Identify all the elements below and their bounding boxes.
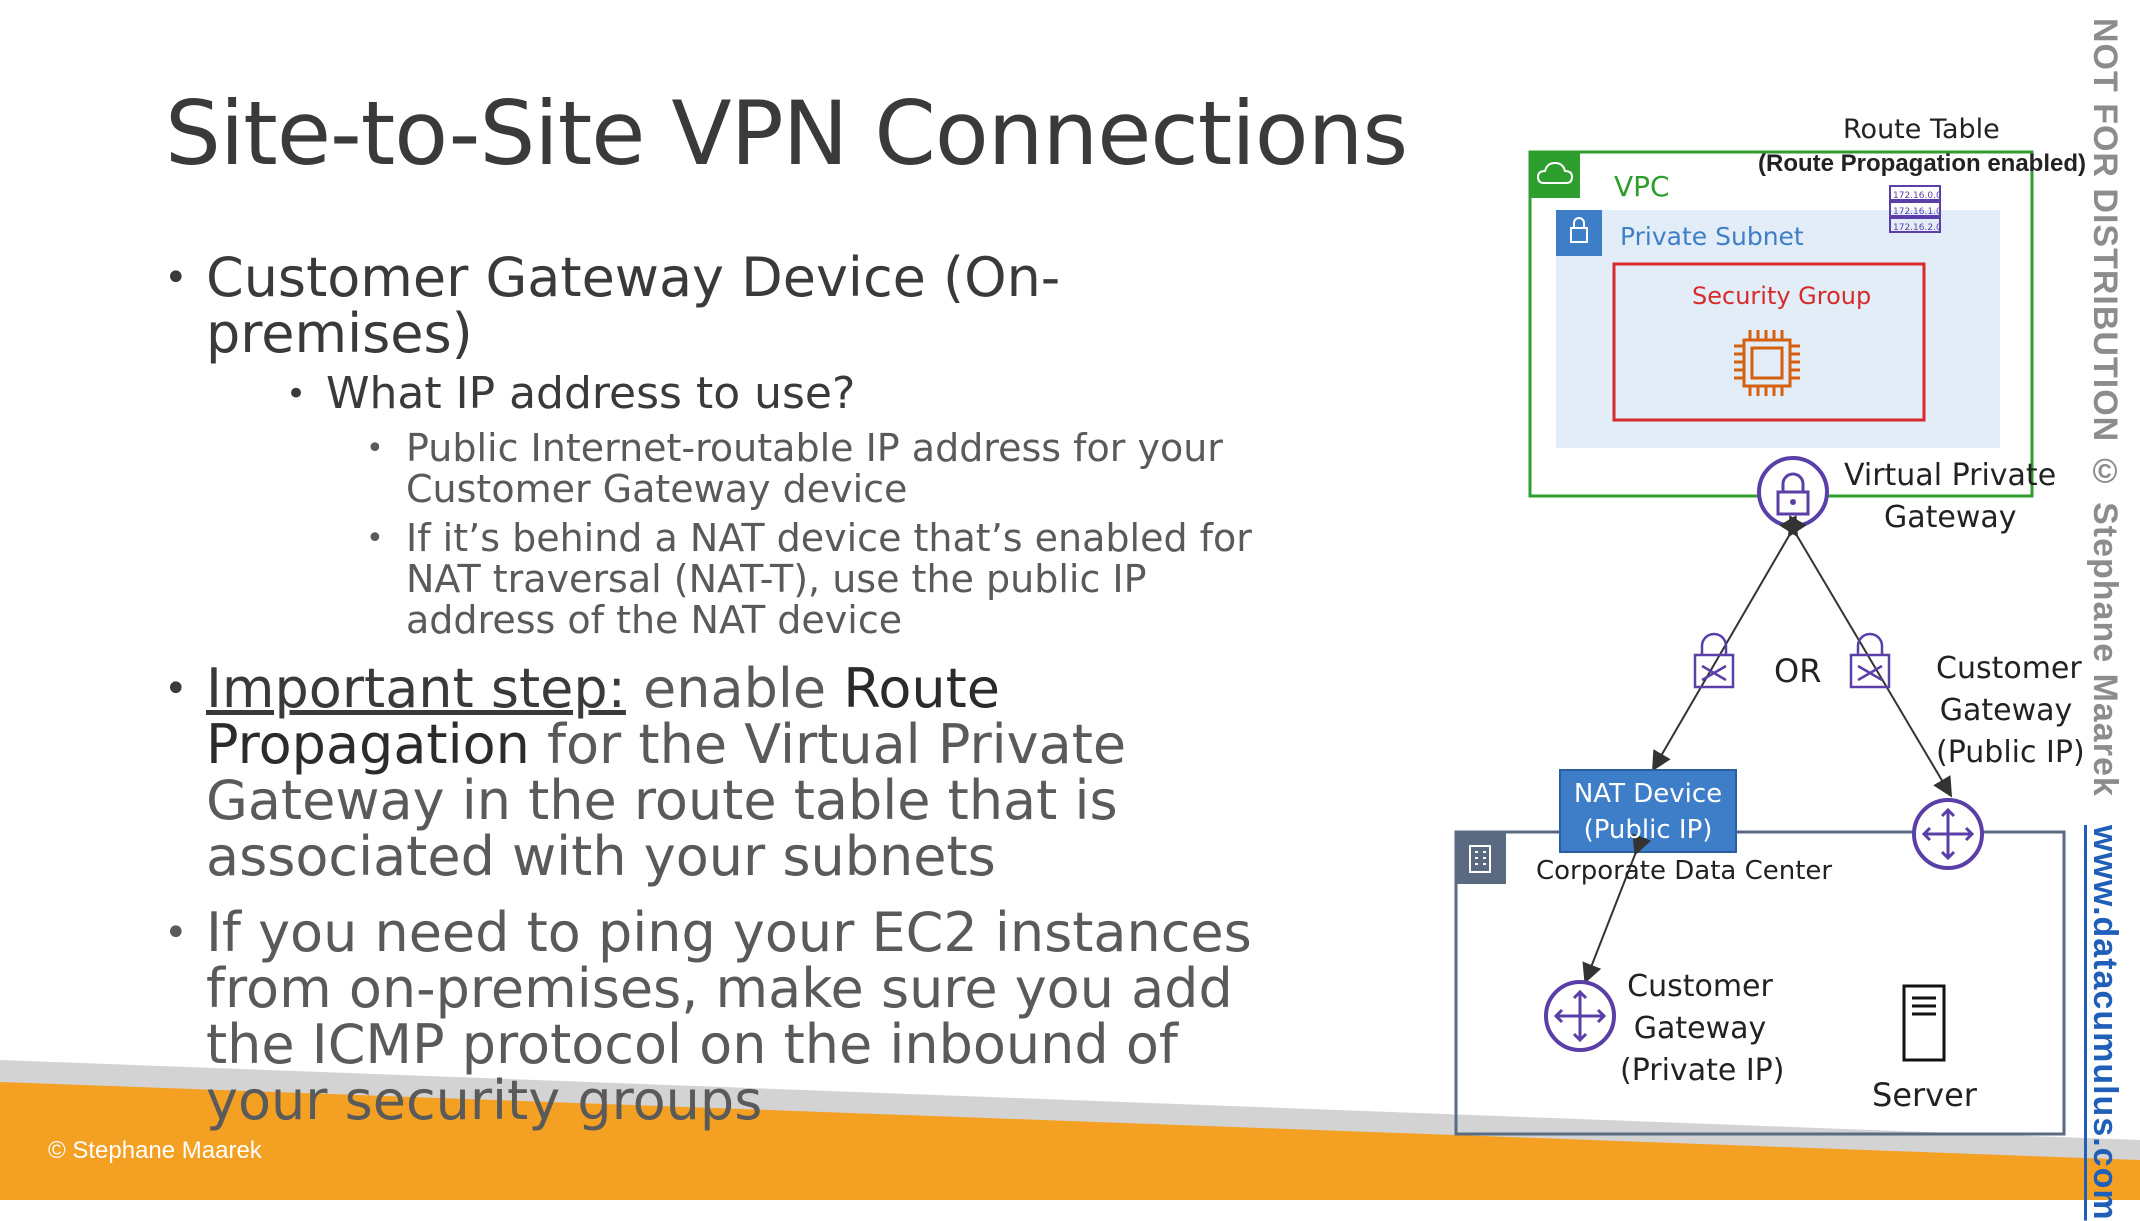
- watermark-site: www.datacumulus.com: [2086, 825, 2124, 1221]
- route-table-icon: [1889, 185, 1941, 233]
- route-entry: 172.16.1.0: [1893, 207, 1942, 217]
- cgw-public-label-line: Gateway: [1939, 693, 2073, 728]
- nat-label-line: (Public IP): [1583, 815, 1713, 845]
- sub-sub-bullet-text: If it’s behind a NAT device that’s enabl…: [406, 516, 1252, 642]
- corporate-dc-box: [1454, 830, 2066, 1136]
- sub-bullet-text: What IP address to use?: [326, 368, 856, 419]
- vpn-connection-icon-right: [1849, 632, 1891, 689]
- route-propagation-label: (Route Propagation enabled): [1758, 150, 2087, 177]
- subnet-icon: [1556, 210, 1602, 256]
- subnet-box: [1556, 210, 2000, 448]
- route-table-label: Route Table: [1843, 114, 2000, 145]
- server-icon: [1902, 984, 1946, 1062]
- bullet-icmp: If you need to ping your EC2 instances f…: [160, 905, 1300, 1129]
- bullet-text: If you need to ping your EC2 instances f…: [206, 901, 1252, 1132]
- dc-icon: [1456, 832, 1506, 884]
- bullet-text: for the Virtual Private Gateway in the r…: [206, 713, 1127, 888]
- cgw-private-label: Customer Gateway (Private IP): [1620, 966, 1785, 1092]
- sub-sub-bullet-nat: If it’s behind a NAT device that’s enabl…: [366, 518, 1300, 641]
- cgw-public-label: Customer Gateway (Public IP): [1936, 648, 2085, 774]
- watermark: NOT FOR DISTRIBUTION © Stephane Maarek w…: [2080, 18, 2124, 1221]
- bullet-list: Customer Gateway Device (On-premises) Wh…: [160, 250, 1300, 1149]
- cgw-public-label-line: Customer: [1936, 651, 2082, 686]
- route-entry: 172.16.2.0: [1893, 223, 1942, 233]
- bullet-customer-gateway: Customer Gateway Device (On-premises) Wh…: [160, 250, 1300, 641]
- nat-device-label: NAT Device (Public IP): [1560, 776, 1736, 848]
- or-label: OR: [1774, 652, 1822, 690]
- cloud-icon: [1536, 161, 1574, 184]
- sub-sub-bullet-public: Public Internet-routable IP address for …: [366, 428, 1300, 510]
- important-step-label: Important step:: [206, 657, 626, 720]
- vgw-label-line1: Virtual Private: [1844, 458, 2057, 493]
- page-title: Site-to-Site VPN Connections: [165, 82, 1408, 185]
- server-label: Server: [1872, 1076, 1977, 1114]
- vgw-label-line2: Gateway: [1884, 500, 2017, 535]
- route-propagation-emphasis: Route Propagation: [206, 657, 1001, 776]
- route-entry: 172.16.0.0: [1893, 191, 1942, 201]
- cgw-private-label-line: Gateway: [1633, 1011, 1767, 1046]
- security-group-label: Security Group: [1692, 282, 1872, 310]
- bullet-important-step: Important step: enable Route Propagation…: [160, 661, 1300, 885]
- cgw-private-label-line: Customer: [1627, 969, 1773, 1004]
- bullet-text: enable: [625, 657, 844, 720]
- corporate-dc-label: Corporate Data Center: [1536, 856, 1833, 886]
- copyright: © Stephane Maarek: [48, 1137, 262, 1164]
- vpc-label: VPC: [1614, 170, 1670, 203]
- cgw-private-label-line: (Private IP): [1620, 1053, 1785, 1088]
- watermark-text: NOT FOR DISTRIBUTION © Stephane Maarek: [2086, 18, 2124, 808]
- vpn-connection-icon-left: [1693, 632, 1735, 689]
- sub-sub-bullet-text: Public Internet-routable IP address for …: [406, 426, 1223, 511]
- nat-label-line: NAT Device: [1573, 779, 1723, 809]
- security-group-box: [1612, 262, 1926, 422]
- sub-bullet-ip: What IP address to use?: [286, 368, 1300, 420]
- ec2-chip-icon: [1734, 330, 1800, 396]
- cgw-public-label-line: (Public IP): [1936, 735, 2085, 770]
- bullet-text: Customer Gateway Device (On-premises): [206, 246, 1061, 365]
- private-subnet-label: Private Subnet: [1620, 222, 1804, 251]
- route-entries: 172.16.0.0 172.16.1.0 172.16.2.0: [1893, 188, 1942, 236]
